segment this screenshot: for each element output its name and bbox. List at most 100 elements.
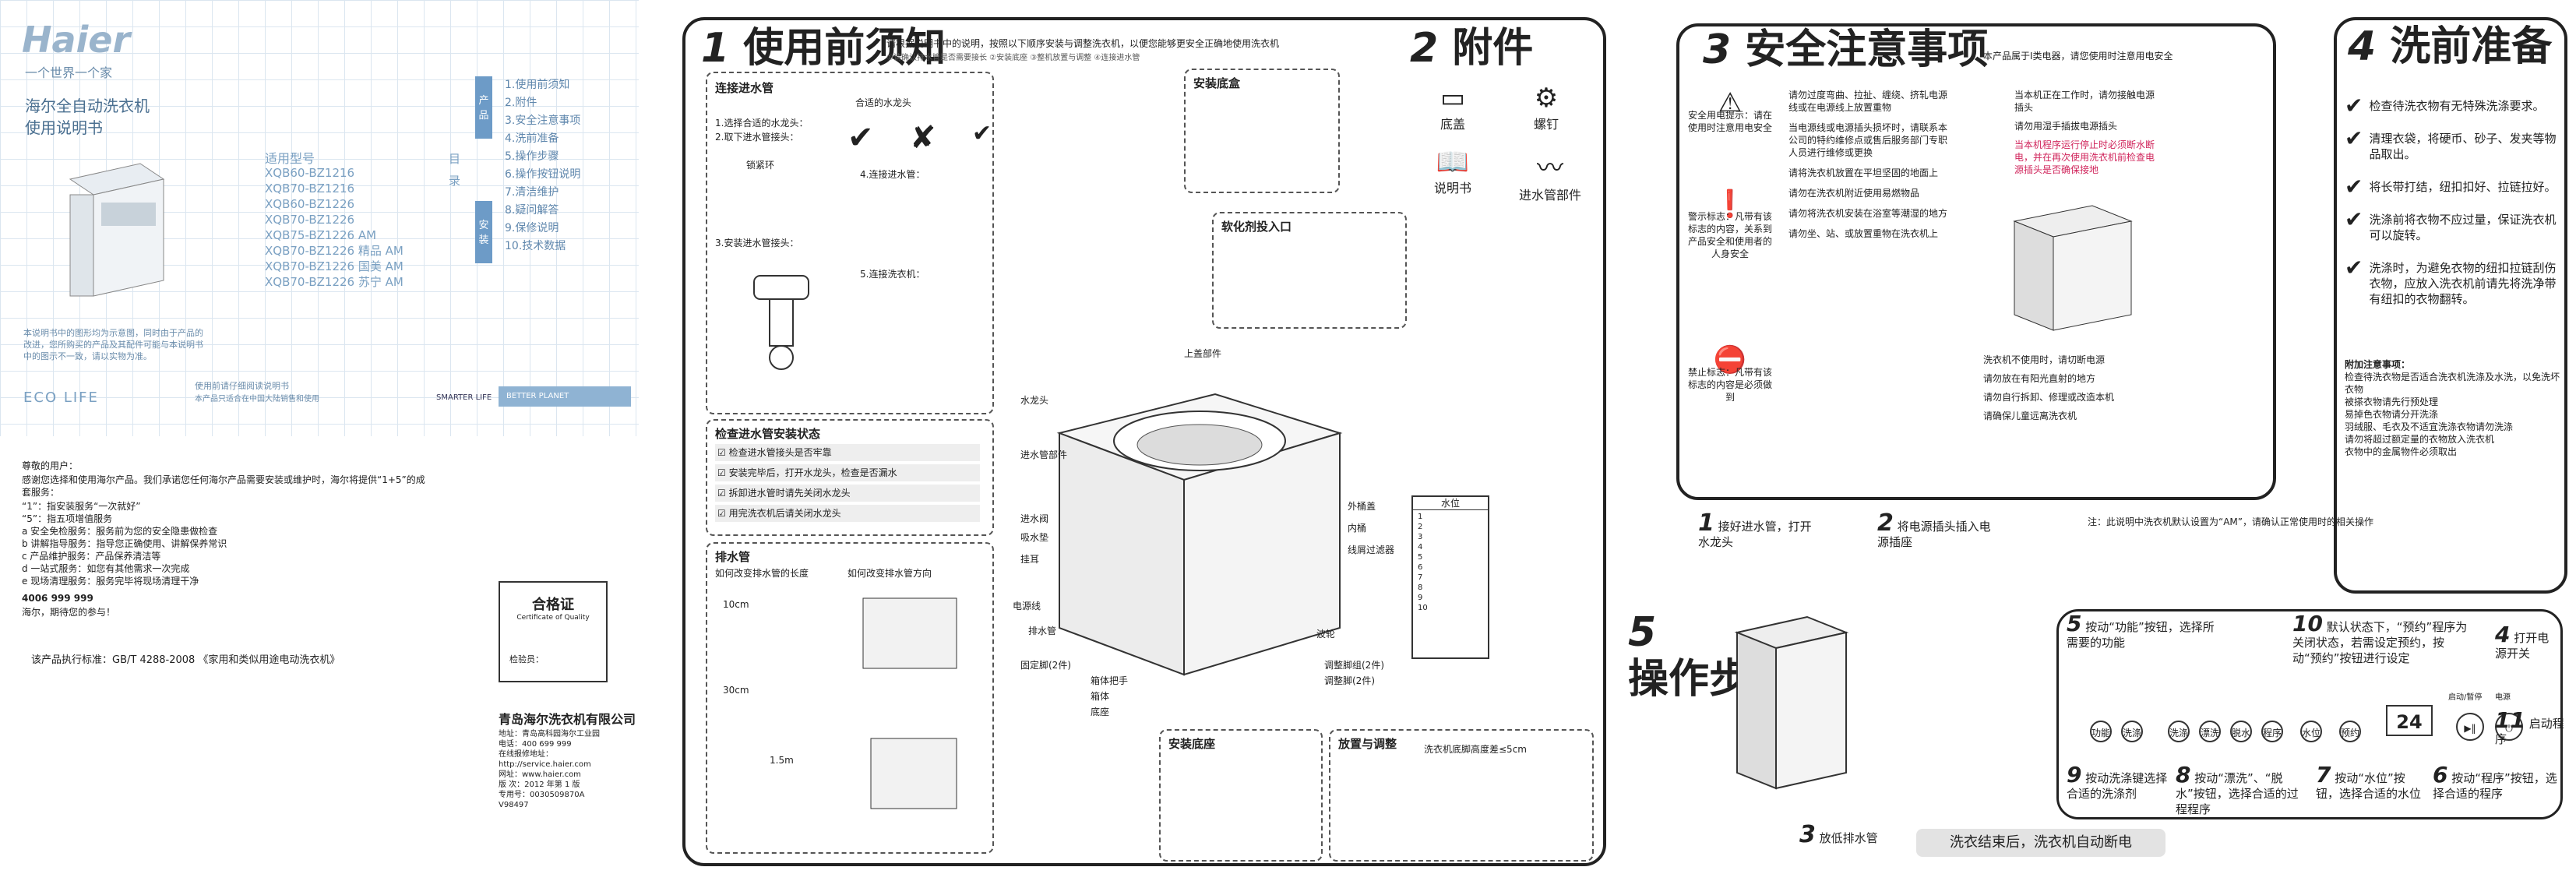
safety-item: 请勿放在有阳光直射的地方 [1983,373,2096,384]
ecolife-logo: ECO LIFE [23,389,99,406]
placement-note: 洗衣机底脚高度差≤5cm [1424,744,1527,755]
letter-item: e 现场清理服务：服务完毕将现场清理干净 [22,576,199,587]
safety-item: 请勿将洗衣机安装在浴室等潮湿的地方 [1788,208,1948,219]
company-edition: 版 次：2012 年第 1 版 [499,781,580,789]
section5-num: 5 [1628,609,1657,656]
part-label: 排水管 [1028,626,1057,636]
prep-text: 将长带打结，纽扣扣好、拉链拉好。 [2369,180,2557,194]
forbidden-icon: ⛔ [1713,344,1747,375]
step-text: 按动洗涤键选择合适的洗涤剂 [2067,771,2168,801]
accessory-label: 底盖 [1440,117,1465,132]
part-label: 吸水垫 [1020,532,1049,543]
water-level: 8 [1418,583,1423,592]
accessory-image: ▭ [1440,83,1466,114]
company-web[interactable]: 网址：www.haier.com [499,770,581,779]
section3-num: 3 [1703,26,1732,73]
spin-button[interactable]: 脱水 [2230,721,2252,742]
section3-title-text: 安全注意事项 [1745,26,1989,73]
detergent-button[interactable]: 洗涤 [2121,721,2143,742]
delay-button[interactable]: 预约 [2339,721,2361,742]
inlet-card: 连接进水管 1.选择合适的水龙头： 2.取下进水管接头： 3.安装进水管接头： … [706,72,994,414]
section5-note: 注：此说明中洗衣机默认设置为“AM”，请确认正常使用时的相关操作 [2088,516,2373,527]
toc-item[interactable]: 7.清洁维护 [505,186,559,199]
part-label: 箱体 [1091,691,1110,702]
safety-item: 请勿过度弯曲、拉扯、缠绕、挤轧电源线或在电源线上放置重物 [1788,90,1948,113]
check-item: ☑ 用完洗衣机后请关闭水龙头 [715,505,980,522]
letter-items: “1”：指安装服务“一次就好” “5”：指五项增值服务 a 安全免检服务：服务前… [22,500,427,587]
step-num: 6 [2433,762,2448,788]
water-level-button[interactable]: 水位 [2300,721,2322,742]
part-label: 挂耳 [1020,554,1040,565]
safety-item: 请勿坐、站、或放置重物在洗衣机上 [1788,228,1939,239]
brand-logo: Haier [22,19,131,61]
prep-item: ✔ 洗涤时，为避免衣物的纽扣拉链刮伤衣物，应放入洗衣机前请先将洗净带有纽扣的衣物… [2345,257,2563,307]
forbid-label: ⛔ 禁止标志：凡带有该标志的内容是必须做到 [1687,344,1773,404]
model: XQB70-BZ1226 苏宁 AM [265,275,403,289]
toc-item[interactable]: 1.使用前须知 [505,79,570,91]
water-level: 6 [1418,563,1423,572]
prep-item: ✔ 将长带打结，纽扣扣好、拉链拉好。 [2345,176,2563,198]
section1-num: 1 [701,25,730,72]
company-service-url[interactable]: 在线报修地址：http://service.haier.com [499,750,591,769]
step-text: 打开电源开关 [2495,631,2550,661]
cover-footer-sub: 本产品只适合在中国大陆销售和使用 [195,395,319,404]
drain-len3: 1.5m [770,755,794,766]
step-text: 默认状态下，“预约”程序为关闭状态，若需设定预约，按动“预约”按钮进行设定 [2292,620,2468,665]
cover-panel: Haier 一个世界一个家 海尔全自动洗衣机 使用说明书 适用型号 XQB60-… [0,0,639,436]
drain-diagram [862,597,957,809]
inlet-step2: 2.取下进水管接头： [715,132,799,143]
toc-item[interactable]: 2.附件 [505,97,537,109]
step-num: 9 [2067,762,2082,788]
accessory-item: 📖 说明书 [1410,146,1496,196]
prep-note: 检查待洗衣物是否适合洗衣机洗涤及水洗，以免洗坏衣物 [2345,372,2560,395]
prep-note: 衣物中的金属物件必须取出 [2345,446,2458,457]
function-button[interactable]: 功能 [2090,721,2112,742]
cover-footer-text: 使用前请仔细阅读说明书 [195,381,289,391]
toc-item[interactable]: 3.安全注意事项 [505,115,581,127]
part-label: 调整脚组(2件) [1324,660,1384,671]
part-label: 进水阀 [1020,513,1049,524]
prep-list: ✔ 检查待洗衣物有无特殊洗涤要求。 ✔ 清理衣袋，将硬币、砂子、发夹等物品取出。… [2345,95,2563,324]
part-label: 调整脚(2件) [1324,675,1375,686]
cover-title-2: 使用说明书 [25,118,103,137]
power-button[interactable]: ⏻ [2495,713,2523,741]
letter-panel: 尊敬的用户： 感谢您选择和使用海尔产品。我们承诺您任何海尔产品需要安装或维护时，… [0,436,639,874]
wash-button[interactable]: 洗涤 [2168,721,2190,742]
model: XQB70-BZ1216 [265,181,355,196]
safety-red-note: 当本机程序运行停止时必须断水断电，并在再次使用洗衣机前检查电源插头是否确保接地 [2014,139,2155,175]
accessory-item: ▭ 底盖 [1410,83,1496,132]
rinse-button[interactable]: 漂洗 [2199,721,2221,742]
safety-items-col2: 当本机正在工作时，请勿接触电源插头 请勿用湿手插拔电源插头 当本机程序运行停止时… [2014,89,2162,176]
tap-label: 合适的水龙头 [855,97,912,108]
slogan: 一个世界一个家 [25,65,113,80]
step-5: 5 按动“功能”按钮，选择所需要的功能 [2067,613,2222,650]
company-name: 青岛海尔洗衣机有限公司 [499,712,636,727]
toc-item[interactable]: 10.技术数据 [505,240,566,252]
softener-title: 软化剂投入口 [1221,220,1292,234]
inlet-step5: 5.连接洗衣机： [860,269,925,280]
toc-item[interactable]: 6.操作按钮说明 [505,168,581,181]
toc-label: 目录 [449,152,461,188]
water-level: 7 [1418,573,1423,582]
certificate-title: 合格证 [532,597,574,613]
step-3: 3 放低排水管 [1799,823,1893,847]
prep-item: ✔ 洗涤前将衣物不应过量，保证洗衣机可以旋转。 [2345,209,2563,243]
toc-item[interactable]: 5.操作步骤 [505,150,559,163]
company-code: 专用号：0030509870A [499,791,585,799]
water-table-title: 水位 [1413,497,1488,510]
lock-nut-label: 锁紧环 [746,160,775,171]
safety-items-col3: 洗衣机不使用时，请切断电源 请勿放在有阳光直射的地方 请勿自行拆卸、修理或改造本… [1983,354,2264,428]
base-title: 安装底盒 [1193,76,1241,90]
section1-title: 1 使用前须知 [701,25,946,72]
toc-item[interactable]: 8.疑问解答 [505,204,559,217]
part-label: 底座 [1091,707,1110,717]
screw-icon: ⚙ [1534,83,1559,114]
base-card: 安装底盒 [1184,69,1340,193]
prep-text: 检查待洗衣物有无特殊洗涤要求。 [2369,99,2545,113]
program-button[interactable]: 程序 [2261,721,2283,742]
control-panel: 5 按动“功能”按钮，选择所需要的功能 10 默认状态下，“预约”程序为关闭状态… [2056,609,2564,819]
section2-title: 2 附件 [1410,25,1533,72]
start-pause-button[interactable]: ▶‖ [2456,713,2484,741]
toc-item[interactable]: 9.保修说明 [505,222,559,234]
toc-item[interactable]: 4.洗前准备 [505,132,559,145]
